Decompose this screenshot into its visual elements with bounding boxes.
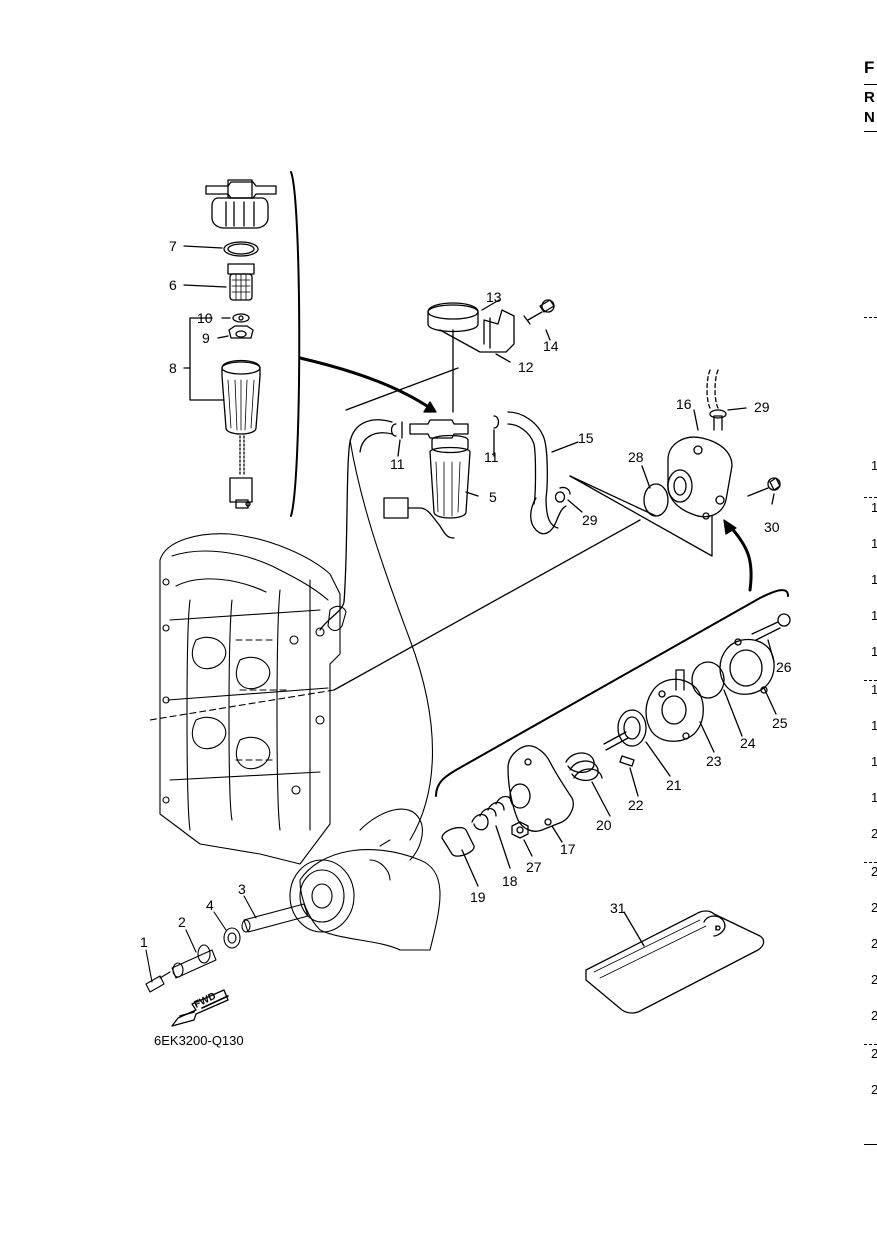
fwd-arrow-icon xyxy=(172,990,228,1026)
callout-23: 23 xyxy=(706,753,722,769)
row-number: 1 xyxy=(871,458,877,473)
callout-19: 19 xyxy=(470,889,486,905)
callout-11b: 11 xyxy=(484,449,499,465)
callout-29a: 29 xyxy=(754,399,770,415)
callout-5: 5 xyxy=(489,489,497,505)
row-divider xyxy=(864,680,877,681)
callout-1: 1 xyxy=(140,934,148,950)
callout-26: 26 xyxy=(776,659,792,675)
fwd-label: FWD xyxy=(192,991,217,1011)
row-divider xyxy=(864,862,877,863)
row-divider xyxy=(864,317,877,318)
row-number: 2 xyxy=(871,936,877,951)
header-rule xyxy=(864,84,877,85)
header-letter-r: R xyxy=(864,89,875,106)
callout-25: 25 xyxy=(772,715,788,731)
fuel-filter-inset xyxy=(184,172,299,516)
header-rule xyxy=(864,131,877,132)
callout-17: 17 xyxy=(560,841,576,857)
callout-labels: 1 2 3 4 5 6 7 8 9 10 11 11 12 13 14 15 1… xyxy=(140,238,792,1048)
callout-11a: 11 xyxy=(390,456,405,472)
fuel-pump-exploded xyxy=(436,590,790,886)
row-number: 1 xyxy=(871,718,877,733)
callout-4: 4 xyxy=(206,897,214,913)
row-number: 2 xyxy=(871,972,877,987)
callout-9: 9 xyxy=(202,330,210,346)
row-number: 2 xyxy=(871,1008,877,1023)
callout-13: 13 xyxy=(486,289,502,305)
row-number: 1 xyxy=(871,644,877,659)
hose-clip-icon xyxy=(556,492,565,502)
row-number: 1 xyxy=(871,536,877,551)
callout-20: 20 xyxy=(596,817,612,833)
row-number: 2 xyxy=(871,864,877,879)
callout-18: 18 xyxy=(502,873,518,889)
filter-bracket-assembly xyxy=(346,300,554,412)
row-divider xyxy=(864,1044,877,1045)
callout-12: 12 xyxy=(518,359,534,375)
engine-block xyxy=(150,534,346,864)
row-number: 1 xyxy=(871,682,877,697)
row-number: 1 xyxy=(871,608,877,623)
callout-24: 24 xyxy=(740,735,756,751)
callout-7: 7 xyxy=(169,238,177,254)
callout-28: 28 xyxy=(628,449,644,465)
row-number: 1 xyxy=(871,500,877,515)
callout-31: 31 xyxy=(610,900,626,916)
callout-2: 2 xyxy=(178,914,186,930)
callout-21: 21 xyxy=(666,777,682,793)
callout-15: 15 xyxy=(578,430,594,446)
footer-rule xyxy=(864,1144,877,1145)
callout-27: 27 xyxy=(526,859,542,875)
row-number: 1 xyxy=(871,754,877,769)
callout-29b: 29 xyxy=(582,512,598,528)
callout-3: 3 xyxy=(238,881,246,897)
header-letter-n: N xyxy=(864,109,875,126)
row-number: 2 xyxy=(871,826,877,841)
drawing-code: 6EK3200-Q130 xyxy=(154,1033,244,1048)
callout-10: 10 xyxy=(197,310,213,326)
row-number: 2 xyxy=(871,1082,877,1097)
fuel-pump-assembly xyxy=(334,370,780,690)
callout-6: 6 xyxy=(169,277,177,293)
row-number: 1 xyxy=(871,790,877,805)
tool-bag xyxy=(586,911,764,1013)
callout-8: 8 xyxy=(169,360,177,376)
lower-unit xyxy=(146,809,440,992)
callout-16: 16 xyxy=(676,396,692,412)
row-number: 1 xyxy=(871,572,877,587)
callout-14: 14 xyxy=(543,338,559,354)
row-number: 2 xyxy=(871,1046,877,1061)
row-divider xyxy=(864,497,877,498)
header-letter-f: F xyxy=(864,58,875,77)
fuel-filter-assembly xyxy=(320,412,578,630)
row-number: 2 xyxy=(871,900,877,915)
callout-30: 30 xyxy=(764,519,780,535)
callout-22: 22 xyxy=(628,797,644,813)
